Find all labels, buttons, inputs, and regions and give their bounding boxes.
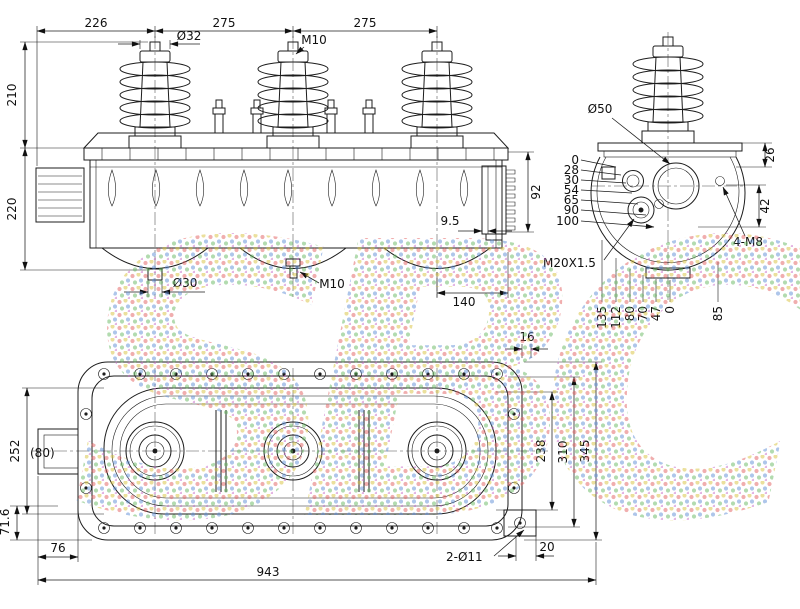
dim-71-6: 71.6 <box>0 509 12 536</box>
scale-135: 135 <box>595 306 609 329</box>
plan-terminal-box <box>37 428 79 475</box>
drain-plug <box>147 268 163 281</box>
scale-90: 90 <box>564 203 579 217</box>
dim-275-a: 275 <box>213 16 236 30</box>
side-view <box>590 32 746 300</box>
dim-dia32: Ø32 <box>177 29 202 43</box>
cover-flange-bolts <box>101 148 495 160</box>
scale-0b: 0 <box>663 306 677 314</box>
dim-92: 92 <box>529 184 543 199</box>
dim-m10-bottom: M10 <box>319 277 345 291</box>
dim-2-dia11: 2-Ø11 <box>446 550 483 564</box>
dim-dia50: Ø50 <box>588 102 613 116</box>
scale-112: 112 <box>609 306 623 329</box>
scale-0: 0 <box>571 153 579 167</box>
dim-20: 20 <box>539 540 554 554</box>
ribs <box>215 410 370 492</box>
scale-65: 65 <box>564 193 579 207</box>
front-view-dimensions: 226 275 275 Ø32 M10 210 220 92 9.5 Ø30 M… <box>5 16 543 309</box>
dim-80-ref: (80) <box>30 446 55 460</box>
terminal-box <box>35 167 85 223</box>
dim-275-b: 275 <box>354 16 377 30</box>
side-foot <box>645 267 691 279</box>
dim-252: 252 <box>8 440 22 463</box>
scale-47: 47 <box>649 306 663 321</box>
scale-54: 54 <box>564 183 579 197</box>
plan-view <box>32 361 548 541</box>
dim-dia30: Ø30 <box>173 276 198 290</box>
cover-studs <box>212 99 376 134</box>
watermark: SBC <box>71 162 800 605</box>
dim-9-5: 9.5 <box>440 214 459 228</box>
scale-28: 28 <box>564 163 579 177</box>
dim-m10-top: M10 <box>301 33 327 47</box>
watermark-text: SBC <box>71 162 800 605</box>
side-view-dimensions: Ø50 0 28 30 54 65 90 100 M20X1.5 26 42 4… <box>543 102 777 329</box>
scale-100: 100 <box>556 214 579 228</box>
secondary-terminal-block <box>481 165 516 241</box>
dim-85: 85 <box>711 306 725 321</box>
front-view <box>35 36 516 298</box>
dim-m20x1-5: M20X1.5 <box>543 256 596 270</box>
scale-70: 70 <box>636 306 650 321</box>
dim-943: 943 <box>257 565 280 579</box>
dim-345: 345 <box>578 440 592 463</box>
dim-42: 42 <box>758 198 772 213</box>
dim-4-m8: 4-M8 <box>733 235 763 249</box>
dim-238: 238 <box>534 440 548 463</box>
plan-view-dimensions: 16 252 (80) 71.6 76 943 2-Ø11 20 238 310… <box>0 330 602 585</box>
dim-16: 16 <box>519 330 534 344</box>
dim-210: 210 <box>5 84 19 107</box>
scale-80: 80 <box>623 306 637 321</box>
dim-140: 140 <box>453 295 476 309</box>
bottom-stud-m10 <box>285 258 301 279</box>
dim-226: 226 <box>85 16 108 30</box>
dim-26: 26 <box>763 147 777 162</box>
scale-30: 30 <box>564 173 579 187</box>
dim-76: 76 <box>50 541 65 555</box>
dim-310: 310 <box>556 441 570 464</box>
dim-220: 220 <box>5 198 19 221</box>
lifting-lugs <box>107 169 469 207</box>
